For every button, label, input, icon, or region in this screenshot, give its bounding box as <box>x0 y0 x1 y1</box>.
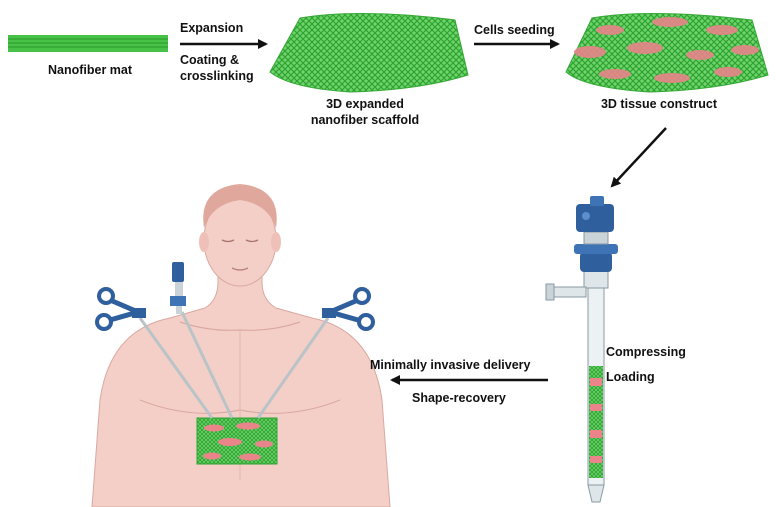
label-loading: Loading <box>606 370 655 384</box>
expanded-scaffold <box>269 12 469 93</box>
nanofiber-mat <box>8 35 168 52</box>
delivery-syringe <box>545 196 618 503</box>
label-coating-1: Coating & <box>180 53 240 67</box>
label-coating-2: crosslinking <box>180 69 254 83</box>
label-delivery: Minimally invasive delivery <box>370 358 531 372</box>
cell <box>652 17 688 27</box>
label-cells-seeding: Cells seeding <box>474 23 555 37</box>
cell <box>731 45 759 55</box>
label-scaffold-2: nanofiber scaffold <box>310 113 420 127</box>
cell <box>596 25 624 35</box>
cell <box>686 50 714 60</box>
patient-body <box>91 184 391 507</box>
label-expansion: Expansion <box>180 21 244 35</box>
label-shape-recovery: Shape-recovery <box>412 391 506 405</box>
cell <box>627 42 663 54</box>
cell <box>599 69 631 79</box>
cell <box>574 46 606 58</box>
tissue-construct <box>565 12 769 93</box>
label-nanofiber-mat: Nanofiber mat <box>47 63 133 77</box>
arrow-to-syringe <box>610 127 667 188</box>
label-tissue-construct: 3D tissue construct <box>600 97 717 111</box>
surgical-instruments <box>95 262 375 419</box>
label-compressing: Compressing <box>606 345 686 359</box>
implanted-construct <box>196 417 278 465</box>
cell <box>706 25 738 35</box>
label-scaffold-1: 3D expanded <box>326 97 404 111</box>
cell <box>654 73 690 83</box>
cell <box>714 67 742 77</box>
